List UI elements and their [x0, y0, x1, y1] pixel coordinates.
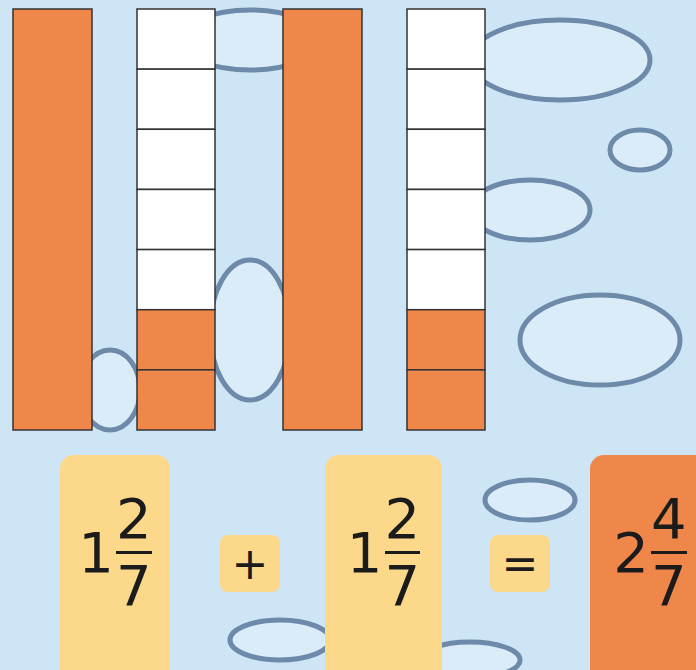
seventh-segment	[407, 250, 485, 310]
seventh-segment	[137, 250, 215, 310]
numerator: 2	[385, 491, 421, 547]
whole-number: 1	[78, 525, 114, 581]
denominator: 7	[651, 558, 687, 614]
number-group: +	[232, 542, 269, 586]
denominator: 7	[116, 558, 152, 614]
seventh-segment	[137, 370, 215, 430]
seventh-segment	[407, 9, 485, 69]
numerator: 4	[651, 491, 687, 547]
whole-number: 1	[347, 525, 383, 581]
fraction: 47	[651, 491, 687, 614]
whole-bar	[13, 9, 92, 430]
seventh-segment	[137, 69, 215, 129]
seventh-segment	[137, 310, 215, 370]
mixed-number-box: 127	[325, 455, 442, 670]
whole-number: 2	[613, 525, 649, 581]
fraction: 27	[116, 491, 152, 614]
seventh-segment	[407, 310, 485, 370]
number-group: 247	[613, 491, 686, 614]
number-group: 127	[78, 491, 151, 614]
numerator: 2	[116, 491, 152, 547]
seventh-segment	[137, 129, 215, 189]
number-group: =	[502, 542, 539, 586]
seventh-segment	[407, 370, 485, 430]
seventh-segment	[407, 189, 485, 249]
operator-sign: +	[232, 542, 269, 586]
seventh-segment	[407, 69, 485, 129]
operator-sign: =	[502, 542, 539, 586]
fraction-line	[651, 551, 687, 554]
mixed-number-box: 127	[60, 455, 170, 670]
seventh-segment	[407, 129, 485, 189]
denominator: 7	[385, 558, 421, 614]
fraction: 27	[385, 491, 421, 614]
whole-bar	[283, 9, 362, 430]
seventh-segment	[137, 9, 215, 69]
fraction-line	[116, 551, 152, 554]
operator-box: =	[490, 535, 550, 592]
seventh-segment	[137, 189, 215, 249]
fraction-line	[385, 551, 421, 554]
number-group: 127	[347, 491, 420, 614]
result-box: 247	[590, 455, 696, 670]
operator-box: +	[220, 535, 280, 592]
